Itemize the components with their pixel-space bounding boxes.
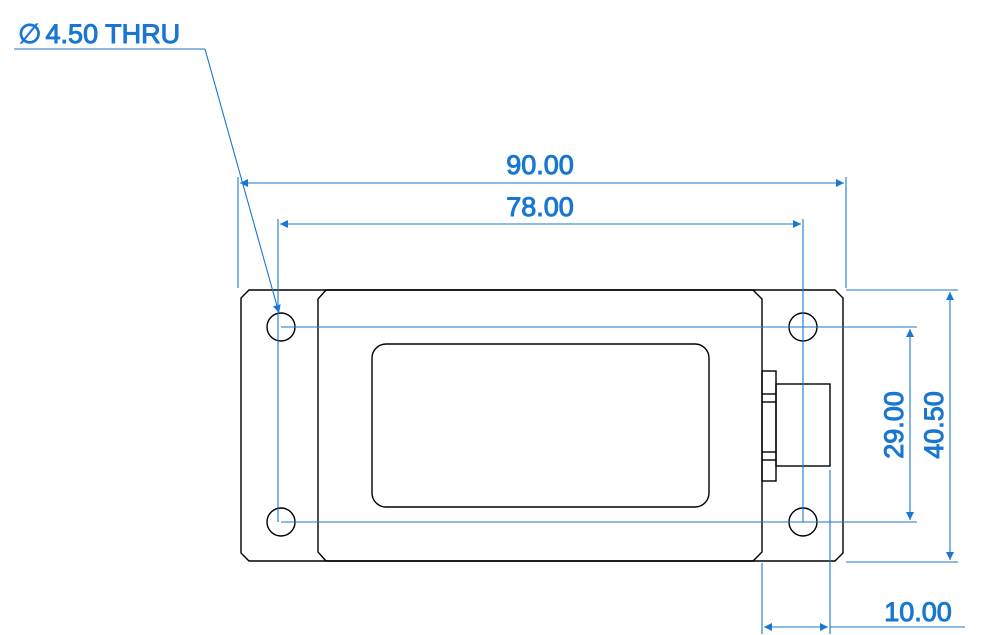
- connector: [761, 370, 831, 482]
- window-opening: [371, 343, 710, 508]
- connector-offset-dimension: 10.00: [761, 470, 965, 634]
- hole-callout: ∅4.50 THRU: [14, 19, 281, 314]
- part-outline: [240, 289, 844, 562]
- base-plate: [240, 289, 844, 562]
- hole-spacing-x-label: 78.00: [506, 192, 574, 222]
- hole-spacing-x-dimension: 78.00: [277, 192, 804, 522]
- overall-width-dimension: 90.00: [237, 150, 847, 288]
- overall-width-label: 90.00: [506, 150, 574, 180]
- raised-body: [317, 289, 763, 562]
- overall-height-label: 40.50: [919, 391, 949, 459]
- overall-height-dimension: 40.50: [846, 289, 958, 563]
- hole-spacing-y-dimension: 29.00: [281, 326, 917, 523]
- dimension-layer: ∅4.50 THRU 90.00 78.00 29.00: [14, 19, 965, 634]
- connector-offset-label: 10.00: [884, 597, 952, 627]
- hole-spacing-y-label: 29.00: [879, 391, 909, 459]
- hole-callout-text: ∅4.50 THRU: [18, 19, 180, 49]
